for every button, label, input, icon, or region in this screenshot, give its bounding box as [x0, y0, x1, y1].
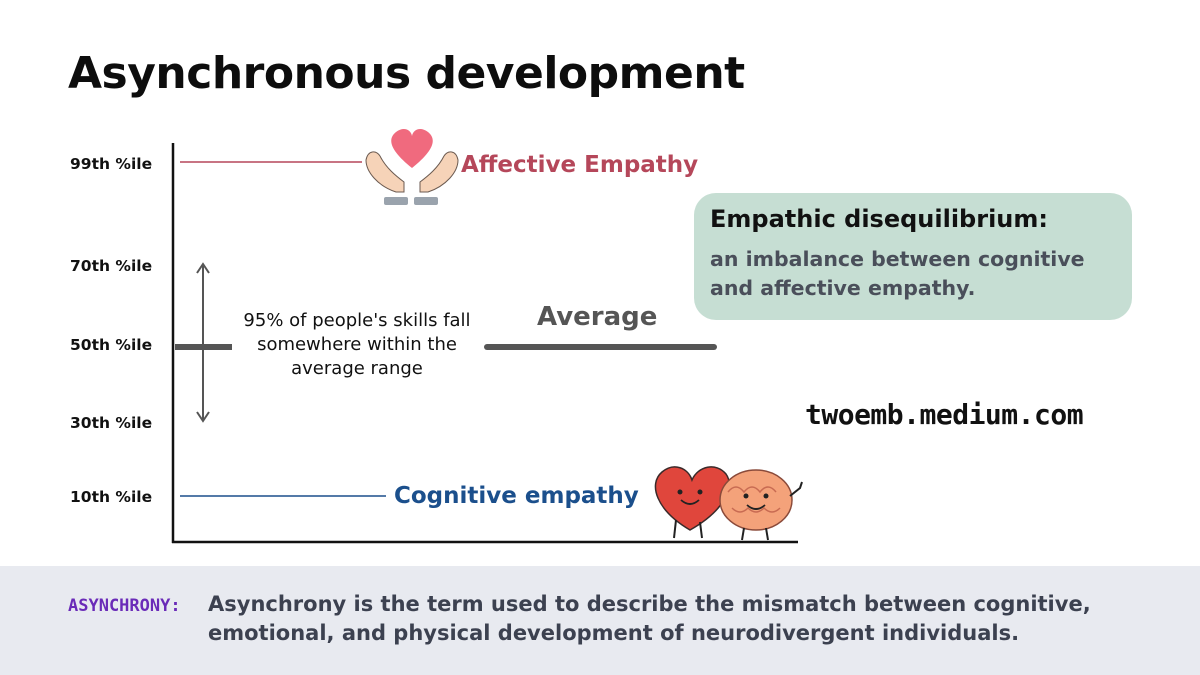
heart-and-brain-icon	[654, 466, 803, 541]
callout-body: an imbalance between cognitive and affec…	[710, 247, 1085, 300]
cognitive-empathy-label: Cognitive empathy	[394, 483, 639, 509]
footer-definition: Asynchrony is the term used to describe …	[208, 592, 1091, 645]
heart-hands-icon	[365, 129, 459, 205]
affective-empathy-label: Affective Empathy	[461, 152, 699, 178]
callout-heading: Empathic disequilibrium:	[710, 205, 1048, 233]
footer-term: ASYNCHRONY:	[68, 596, 181, 616]
average-label: Average	[537, 302, 658, 332]
tick-10th: 10th %ile	[70, 488, 153, 506]
tick-70th: 70th %ile	[70, 257, 153, 275]
tick-30th: 30th %ile	[70, 414, 153, 432]
range-note: 95% of people's skills fall somewhere wi…	[243, 310, 471, 379]
double-arrow-icon	[196, 262, 210, 423]
tick-50th: 50th %ile	[70, 336, 153, 354]
source-url: twoemb.medium.com	[805, 398, 1084, 431]
tick-99th: 99th %ile	[70, 155, 153, 173]
definition-callout: Empathic disequilibrium: an imbalance be…	[694, 193, 1132, 320]
page-title: Asynchronous development	[68, 48, 745, 99]
footer-banner: ASYNCHRONY: Asynchrony is the term used …	[0, 566, 1200, 675]
